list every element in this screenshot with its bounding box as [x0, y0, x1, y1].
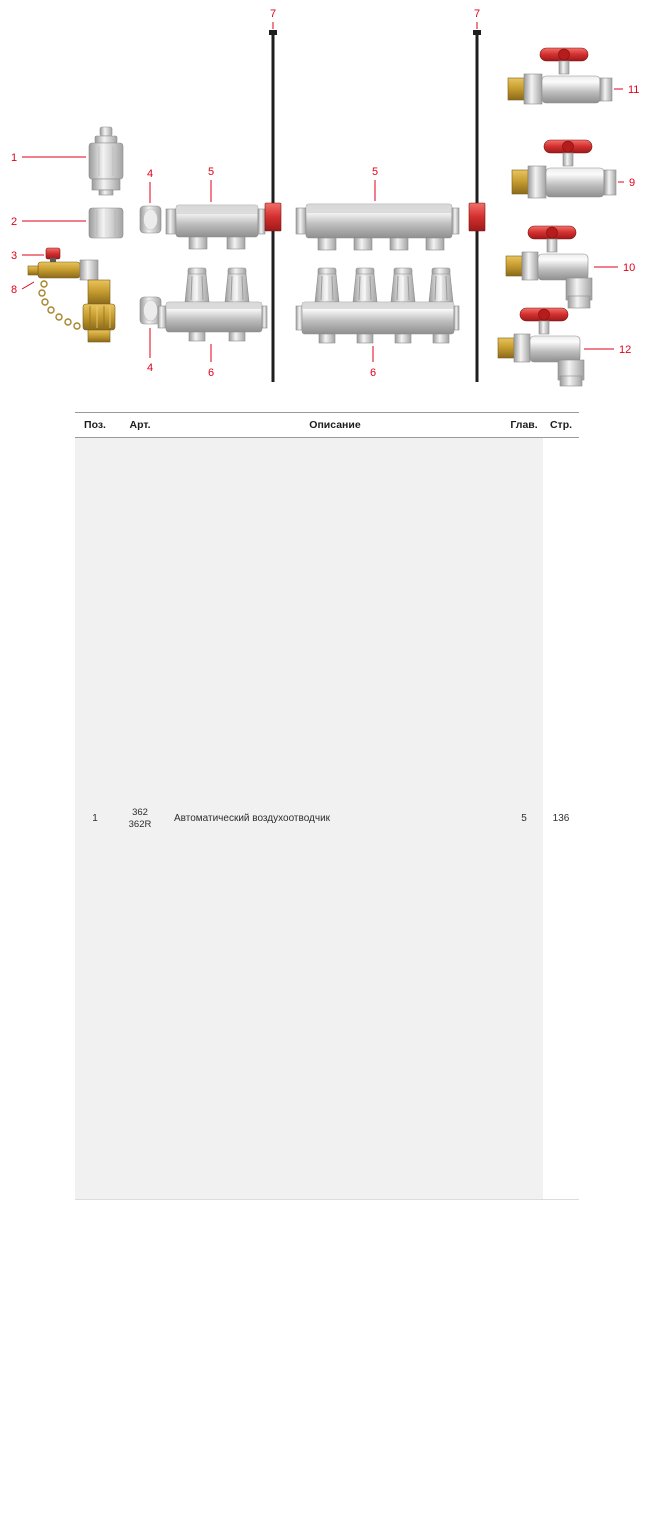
drain-valve-group [28, 248, 115, 342]
header-art: Арт. [115, 413, 165, 438]
callout-7-left: 7 [270, 8, 276, 20]
ball-valve-098s-part [508, 48, 612, 104]
angle-ball-valve-298s-part [498, 308, 584, 386]
manifold-2-outlet-part [166, 205, 265, 249]
callout-6-left: 6 [208, 367, 214, 379]
cell-page: 136 [543, 438, 579, 1200]
callout-9: 9 [629, 177, 635, 189]
callout-5-right: 5 [372, 166, 378, 178]
parts-table-wrap: Поз. Арт. Описание Глав. Стр. 1 362 362R… [75, 412, 579, 1524]
callout-6-right: 6 [370, 367, 376, 379]
header-page: Стр. [543, 413, 579, 438]
header-desc: Описание [165, 413, 505, 438]
cell-pos: 1 [75, 438, 115, 1200]
callout-4-top: 4 [147, 168, 153, 180]
valve-manifold-4-part [296, 268, 459, 343]
callout-3: 3 [11, 250, 17, 262]
exploded-parts-svg: 1 2 3 8 4 4 5 5 7 7 6 6 11 9 10 12 [0, 0, 654, 405]
table-row: 1 362 362R Автоматический воздухоотводчи… [75, 438, 579, 1200]
red-bracket [469, 203, 485, 231]
callout-2: 2 [11, 216, 17, 228]
callout-12: 12 [619, 344, 631, 356]
callout-8: 8 [11, 284, 17, 296]
valve-manifold-2-part [158, 268, 267, 341]
cell-art: 491 [115, 1200, 165, 1524]
red-bracket [265, 203, 281, 231]
cell-desc: Концевой 3-х проходной коллекторный фити… [165, 1200, 505, 1524]
chain [39, 281, 80, 329]
plug-top-part [140, 206, 161, 233]
cell-pos: 2 [75, 1200, 115, 1524]
callout-10: 10 [623, 262, 635, 274]
parts-diagram: 1 2 3 8 4 4 5 5 7 7 6 6 11 9 10 12 [0, 0, 654, 405]
callout-11: 11 [628, 84, 639, 96]
table-row: 2 491 Концевой 3-х проходной коллекторны… [75, 1200, 579, 1524]
cell-chap: 5 [505, 1200, 543, 1524]
header-chap: Глав. [505, 413, 543, 438]
angle-ball-valve-298-part [506, 226, 592, 308]
parts-table: Поз. Арт. Описание Глав. Стр. 1 362 362R… [75, 412, 579, 1524]
catalog-page: 1 2 3 8 4 4 5 5 7 7 6 6 11 9 10 12 [0, 0, 654, 762]
cell-desc: Автоматический воздухоотводчик [165, 438, 505, 1200]
parts-table-header: Поз. Арт. Описание Глав. Стр. [75, 413, 579, 438]
cell-chap: 5 [505, 438, 543, 1200]
cell-art: 362 362R [115, 438, 165, 1200]
drain-valve-knob [46, 248, 60, 259]
mounting-rod-left [265, 30, 281, 382]
callout-4-bottom: 4 [147, 362, 153, 374]
ball-valve-098-part [512, 140, 616, 198]
air-vent-part [89, 127, 123, 195]
cell-page: 130 [543, 1200, 579, 1524]
end-fitting-part [89, 208, 123, 238]
manifold-4-outlet-part [296, 204, 459, 250]
parts-table-body: 1 362 362R Автоматический воздухоотводчи… [75, 438, 579, 1524]
callout-7-right: 7 [474, 8, 480, 20]
mounting-rod-right [469, 30, 485, 382]
callout-5-left: 5 [208, 166, 214, 178]
callout-1: 1 [11, 152, 17, 164]
header-pos: Поз. [75, 413, 115, 438]
